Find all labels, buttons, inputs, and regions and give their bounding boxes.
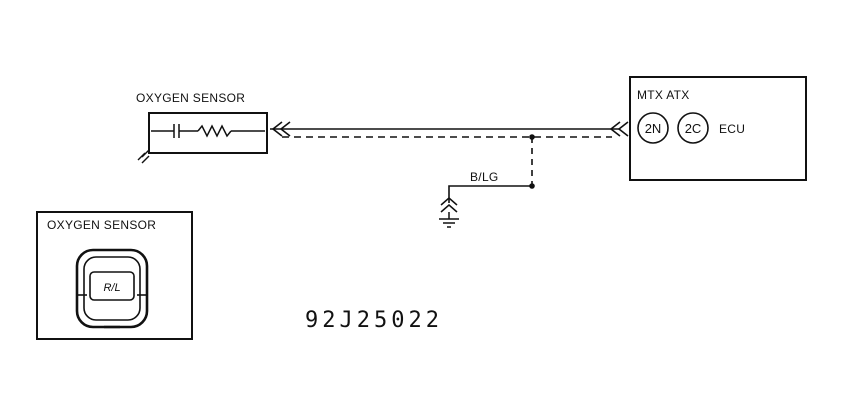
ecu-pin-label: 2C bbox=[685, 121, 702, 136]
ecu-box bbox=[629, 76, 807, 181]
wire-color-label: B/LG bbox=[470, 170, 499, 184]
ecu-pin-circle bbox=[677, 112, 709, 144]
ecu-label: ECU bbox=[719, 122, 745, 136]
ecu-connector-icon bbox=[609, 121, 629, 137]
sensor-heater-element bbox=[151, 124, 265, 138]
oxygen-sensor-body bbox=[148, 112, 268, 154]
oxygen-sensor-label: OXYGEN SENSOR bbox=[136, 91, 245, 105]
ecu-pin-label: 2N bbox=[645, 121, 662, 136]
connector-view-box bbox=[36, 211, 193, 340]
ecu-title: MTX ATX bbox=[637, 88, 690, 102]
connector-terminal-label: R/L bbox=[103, 282, 120, 294]
splice-dot bbox=[529, 134, 535, 140]
figure-code: 92J25022 bbox=[305, 308, 443, 333]
connector-view-title: OXYGEN SENSOR bbox=[47, 218, 156, 232]
sensor-ground-icon bbox=[137, 149, 150, 164]
body-ground-icon bbox=[439, 197, 459, 228]
connector-housing-icon bbox=[75, 248, 149, 329]
ground-wire bbox=[448, 185, 532, 203]
ecu-pin-circle bbox=[637, 112, 669, 144]
